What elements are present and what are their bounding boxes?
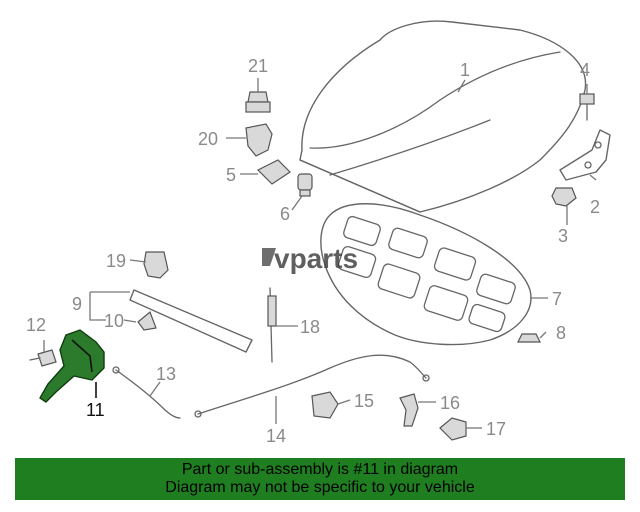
watermark-text: vparts	[274, 243, 358, 274]
leader-lines	[43, 78, 597, 429]
callout-2[interactable]: 2	[590, 197, 600, 217]
callout-15[interactable]: 15	[354, 391, 374, 411]
part-clip-19[interactable]	[143, 251, 169, 279]
callout-13[interactable]: 13	[156, 364, 176, 384]
banner-line-2: Diagram may not be specific to your vehi…	[165, 479, 475, 496]
callout-1[interactable]: 1	[460, 60, 470, 80]
callout-10[interactable]: 10	[104, 311, 124, 331]
callout-11[interactable]: 11	[86, 400, 105, 420]
part-bracket-17[interactable]	[439, 417, 467, 441]
part-bumper-21[interactable]	[245, 91, 271, 113]
part-clip-10[interactable]	[137, 310, 157, 331]
part-lever-16[interactable]	[399, 393, 419, 427]
part-prop-rod-18[interactable]	[267, 287, 277, 363]
callout-14[interactable]: 14	[266, 426, 286, 446]
part-grommet-8[interactable]	[517, 333, 541, 343]
part-hood[interactable]	[299, 20, 587, 213]
callout-7[interactable]: 7	[552, 289, 562, 309]
callout-9[interactable]: 9	[72, 294, 82, 314]
part-stopper-6[interactable]	[297, 173, 313, 197]
callout-3[interactable]: 3	[558, 226, 568, 246]
callout-8[interactable]: 8	[556, 323, 566, 343]
part-nut-3[interactable]	[551, 187, 577, 207]
part-release-cable-14[interactable]	[194, 354, 430, 418]
info-banner: Part or sub-assembly is #11 in diagram D…	[15, 458, 625, 500]
part-clip-20[interactable]	[245, 123, 273, 157]
part-bolt-12[interactable]	[29, 349, 57, 367]
watermark-logo: vparts	[262, 243, 358, 274]
callout-20[interactable]: 20	[198, 129, 218, 149]
part-seal-5[interactable]	[256, 159, 291, 185]
callout-21[interactable]: 21	[248, 56, 268, 76]
vparts-mark-icon	[262, 248, 276, 266]
part-release-handle-15[interactable]	[311, 391, 339, 419]
part-cable-13[interactable]	[112, 366, 181, 419]
callout-6[interactable]: 6	[280, 204, 290, 224]
callout-19[interactable]: 19	[106, 251, 126, 271]
callout-4[interactable]: 4	[580, 60, 590, 80]
callout-16[interactable]: 16	[440, 393, 460, 413]
callout-12[interactable]: 12	[26, 315, 46, 335]
parts-diagram: 1 2 3 4 5 6 7 8 9 10 11 12 13 14 15 16 1…	[26, 20, 611, 446]
part-bolt-4[interactable]	[579, 93, 595, 121]
part-weatherstrip-9[interactable]	[129, 289, 253, 353]
banner-line-1: Part or sub-assembly is #11 in diagram	[181, 461, 459, 478]
part-hood-hinge[interactable]	[559, 129, 611, 181]
callout-17[interactable]: 17	[486, 419, 506, 439]
part-hood-insulator[interactable]	[320, 203, 532, 346]
callout-5[interactable]: 5	[226, 165, 236, 185]
part-hood-latch-11[interactable]	[39, 329, 105, 403]
callout-labels: 1 2 3 4 5 6 7 8 9 10 11 12 13 14 15 16 1…	[26, 56, 600, 446]
callout-18[interactable]: 18	[300, 317, 320, 337]
